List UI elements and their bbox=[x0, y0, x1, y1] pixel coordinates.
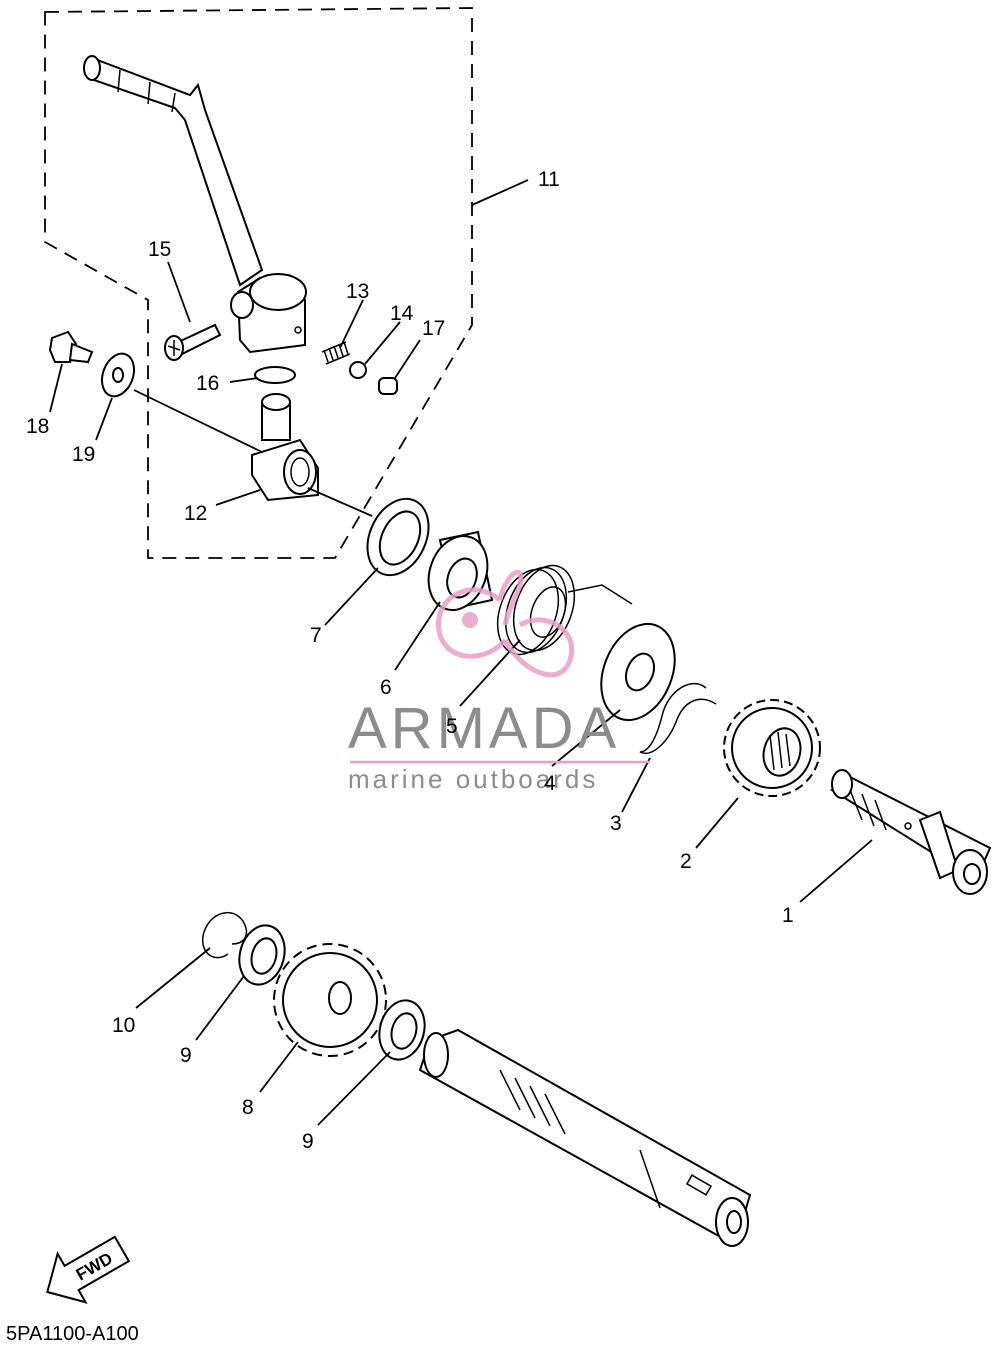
o-ring-16 bbox=[254, 366, 296, 384]
callout-11: 11 bbox=[538, 168, 560, 191]
callout-3: 3 bbox=[610, 812, 622, 835]
callout-16: 16 bbox=[196, 372, 219, 395]
callout-18: 18 bbox=[26, 415, 49, 438]
callout-1: 1 bbox=[782, 904, 794, 927]
shaft-boss-12 bbox=[251, 393, 319, 502]
leader-lines bbox=[49, 179, 873, 1126]
callout-8: 8 bbox=[242, 1096, 254, 1119]
bolt-15 bbox=[164, 323, 222, 361]
assembly-boundary bbox=[44, 7, 473, 559]
callout-9b: 9 bbox=[302, 1130, 314, 1153]
callout-4: 4 bbox=[544, 772, 556, 795]
callout-17: 17 bbox=[422, 317, 445, 340]
bolt-18 bbox=[48, 330, 94, 364]
cap-17 bbox=[378, 377, 398, 395]
armada-logo-mark bbox=[436, 569, 575, 678]
kick-lever bbox=[83, 55, 307, 354]
kick-axle-1 bbox=[830, 769, 992, 895]
callout-13: 13 bbox=[346, 280, 369, 303]
kick-shaft bbox=[418, 1028, 752, 1247]
callout-7: 7 bbox=[310, 624, 322, 647]
callout-15: 15 bbox=[148, 238, 171, 261]
ball-14 bbox=[349, 361, 367, 379]
callout-5: 5 bbox=[446, 715, 458, 738]
clip-3 bbox=[639, 682, 717, 754]
spring-13 bbox=[321, 341, 351, 365]
callout-9a: 9 bbox=[180, 1044, 192, 1067]
callout-6: 6 bbox=[380, 676, 392, 699]
fwd-arrow-icon: FWD bbox=[46, 1235, 131, 1304]
washer-9-lower bbox=[378, 999, 426, 1061]
washer-4 bbox=[600, 622, 676, 722]
diagram-code: 5PA1100-A100 bbox=[6, 1323, 139, 1345]
gear-8 bbox=[273, 943, 387, 1057]
collar-6 bbox=[427, 530, 494, 611]
washer-19 bbox=[101, 352, 135, 398]
bearing-7 bbox=[366, 497, 430, 577]
washer-9-upper bbox=[238, 924, 286, 986]
callout-2: 2 bbox=[680, 850, 692, 873]
callout-19: 19 bbox=[72, 443, 95, 466]
callout-12: 12 bbox=[184, 502, 207, 525]
watermark-brand: ARMADA bbox=[348, 696, 620, 761]
callout-10: 10 bbox=[112, 1014, 135, 1037]
watermark-tagline: marine outboards bbox=[348, 764, 598, 794]
callout-14: 14 bbox=[390, 302, 414, 325]
gear-2 bbox=[723, 699, 821, 797]
